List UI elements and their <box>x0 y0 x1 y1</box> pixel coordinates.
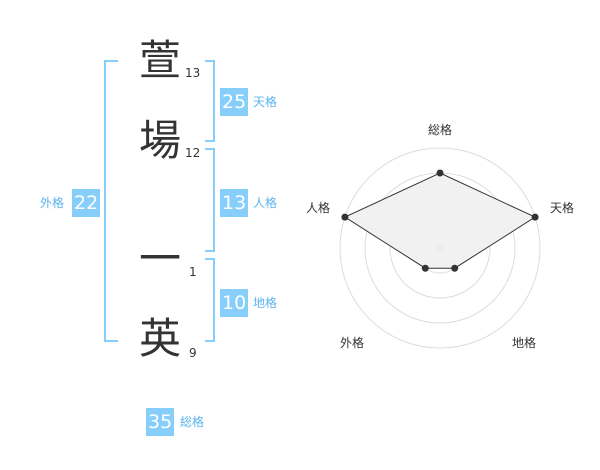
tenkaku-score: 25 <box>220 88 249 116</box>
gaikaku-bracket <box>104 60 118 342</box>
soukaku-label: 総格 <box>180 415 205 429</box>
tenkaku-label: 天格 <box>253 95 278 109</box>
radar-points <box>341 169 539 272</box>
stroke-count-1: 13 <box>185 66 201 80</box>
radar-point-5 <box>341 213 349 221</box>
radar-point-3 <box>451 264 459 272</box>
radar-label-chikaku: 地格 <box>512 335 536 350</box>
chikaku-score: 10 <box>220 289 249 317</box>
radar-label-tenkaku: 天格 <box>550 200 574 215</box>
stroke-count-3: 1 <box>189 265 197 279</box>
chikaku-label: 地格 <box>253 296 278 310</box>
radar-data-polygon <box>343 172 537 269</box>
stroke-count-4: 9 <box>189 346 197 360</box>
name-char-2: 場 <box>138 116 181 165</box>
jinkaku-bracket <box>205 148 215 252</box>
gaikaku-label: 外格 <box>40 196 65 210</box>
stroke-count-2: 12 <box>185 146 201 160</box>
radar-ring <box>339 147 541 349</box>
jinkaku-label: 人格 <box>253 196 278 210</box>
radar-label-soukaku: 総格 <box>428 122 452 137</box>
radar-point-2 <box>531 213 539 221</box>
radar-point-4 <box>421 264 429 272</box>
radar-label-gaikaku: 外格 <box>340 335 364 350</box>
tenkaku-bracket <box>205 60 215 142</box>
soukaku-score: 35 <box>146 408 175 436</box>
radar-label-jinkaku: 人格 <box>306 200 330 215</box>
jinkaku-score: 13 <box>220 189 249 217</box>
name-char-4: 英 <box>138 314 181 363</box>
name-char-3: 一 <box>138 234 181 283</box>
chikaku-bracket <box>205 258 215 342</box>
radar-point-1 <box>436 169 444 177</box>
gaikaku-score: 22 <box>72 189 101 217</box>
name-char-1: 萱 <box>138 36 181 85</box>
